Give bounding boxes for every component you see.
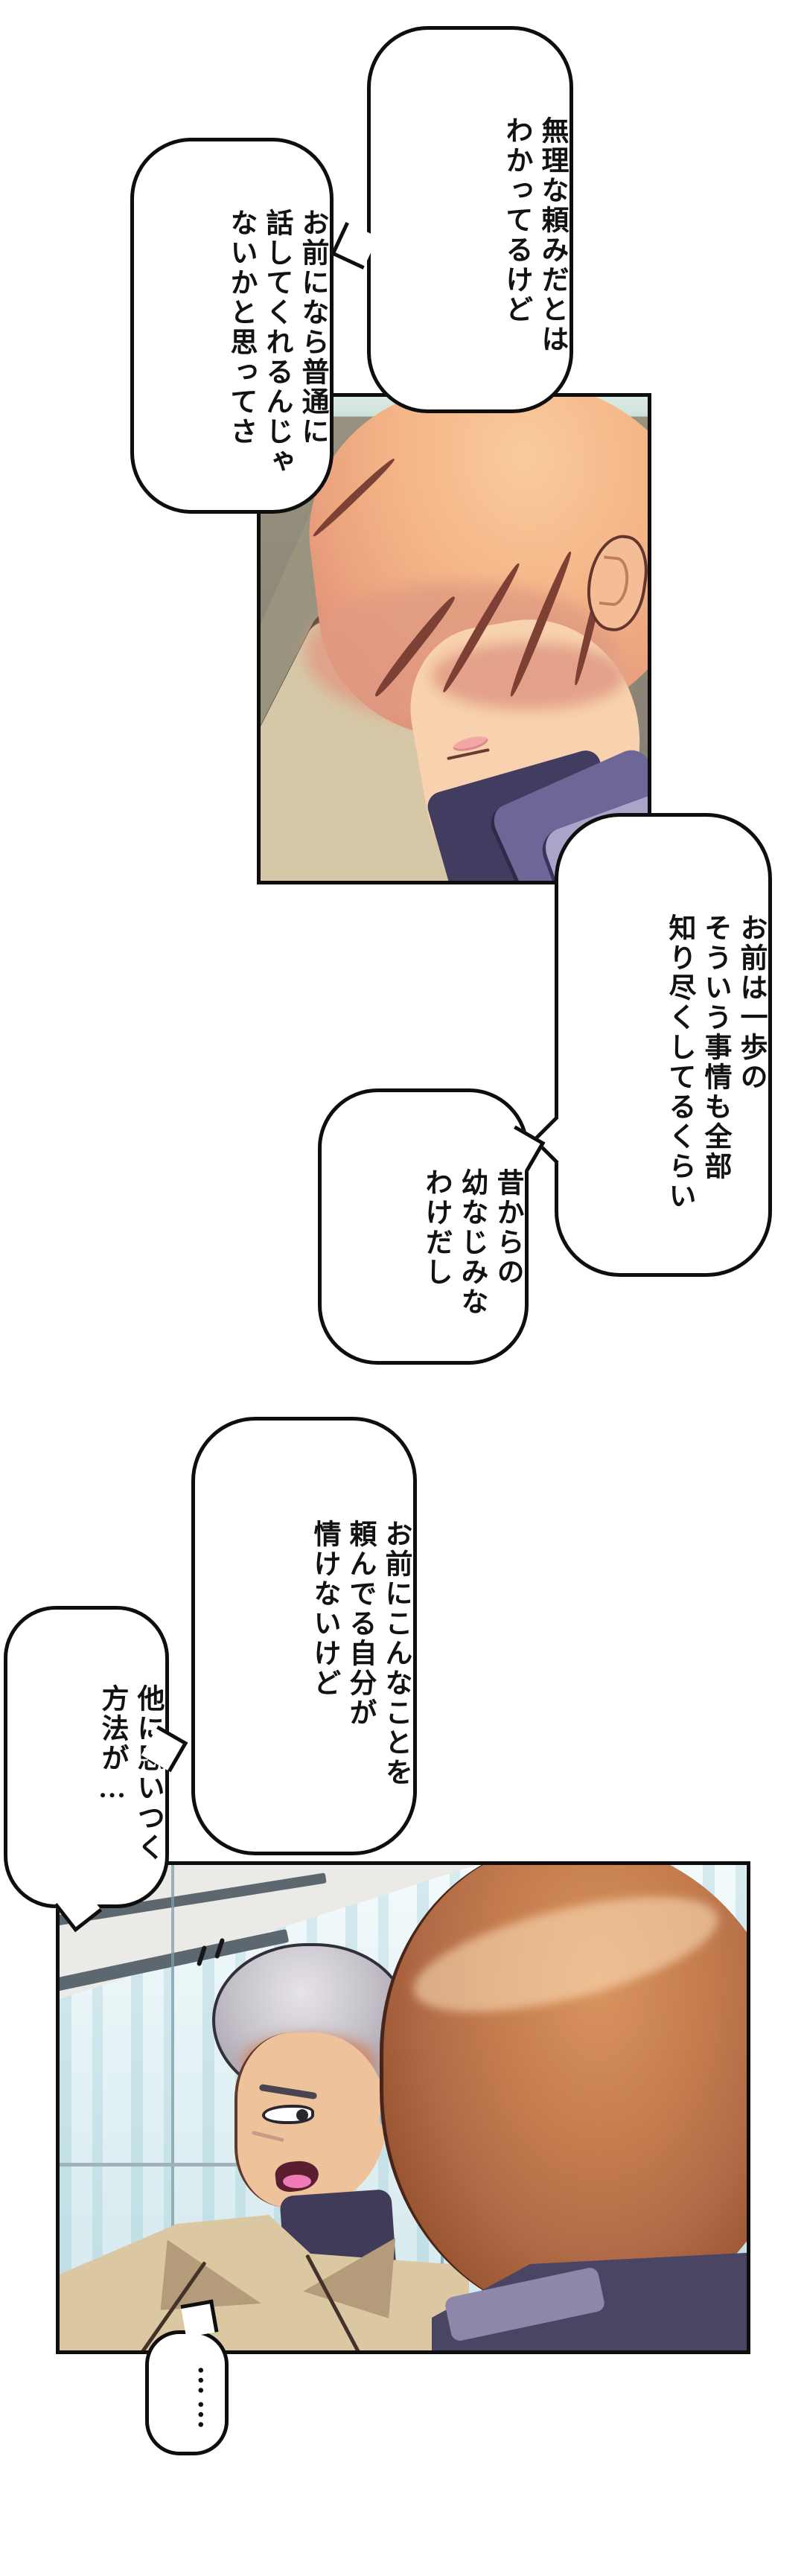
bubble-4-text: 昔からの 幼なじみな わけだし (421, 1167, 523, 1317)
speech-bubble-4: 昔からの 幼なじみな わけだし (318, 1088, 529, 1365)
bubble-7-text: …… (192, 2365, 226, 2434)
panel2-coat (60, 2215, 469, 2350)
glass-divider (171, 1865, 174, 2350)
bubble-3-text: お前は一歩の そういう事情も全部 知り尽くしてるくらい (664, 913, 766, 1211)
bubble-5-text: お前にこんなことを 頼んでる自分が 情けないけど (309, 1519, 411, 1788)
speech-bubble-5: お前にこんなことを 頼んでる自分が 情けないけど (191, 1417, 417, 1855)
panel2-tongue (283, 2175, 311, 2188)
panel-2 (56, 1861, 750, 2354)
window-sill (60, 2163, 350, 2167)
bubble-2-text: お前になら普通に 話してくれるんじゃ ないかと思ってさ (226, 208, 328, 476)
panel-1 (257, 393, 651, 884)
speech-bubble-6: 他に思いつく 方法が… (4, 1606, 169, 1908)
bubble-1-text: 無理な頼みだとは わかってるけど (501, 116, 567, 354)
bubble-6-text: 他に思いつく 方法が… (97, 1684, 163, 1863)
bubble-7-tail (180, 2299, 219, 2338)
speech-bubble-7: …… (145, 2330, 229, 2455)
speech-bubble-2: お前になら普通に 話してくれるんじゃ ないかと思ってさ (130, 138, 334, 514)
panel2-pupil (296, 2109, 308, 2121)
speech-bubble-1: 無理な頼みだとは わかってるけど (367, 26, 573, 413)
speech-bubble-3: お前は一歩の そういう事情も全部 知り尽くしてるくらい (555, 813, 772, 1277)
